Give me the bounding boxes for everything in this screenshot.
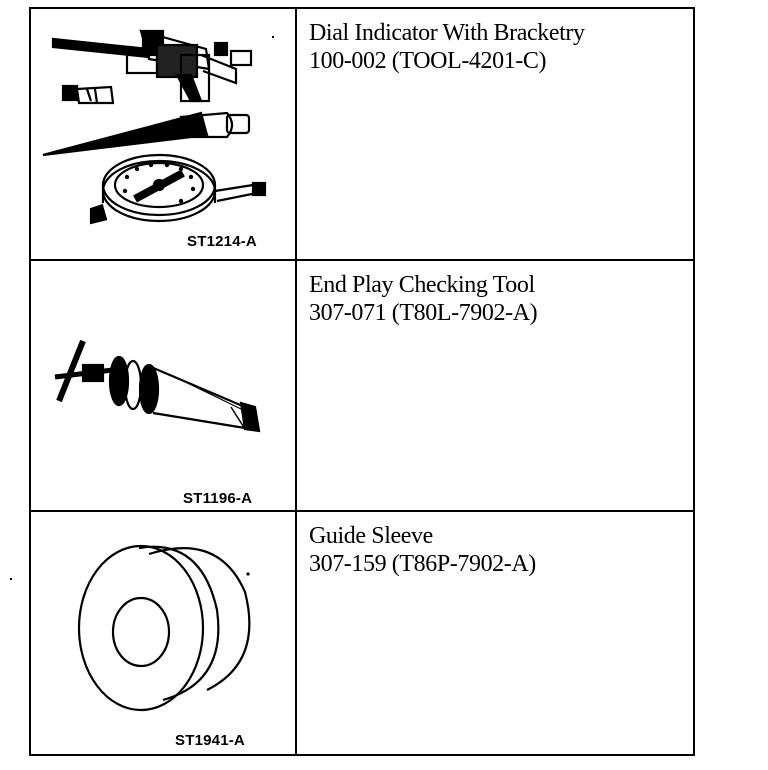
guide-sleeve-icon (77, 544, 251, 712)
tool-illustration-cell: ST1214-A (31, 9, 297, 259)
tool-illustration-cell: ST1196-A (31, 261, 297, 510)
tool-name: Guide Sleeve (309, 523, 433, 549)
tool-description: End Play Checking Tool 307-071 (T80L-790… (309, 271, 685, 327)
figure-label: ST1941-A (175, 732, 245, 749)
tool-description: Guide Sleeve 307-159 (T86P-7902-A) (309, 522, 685, 578)
figure-label: ST1196-A (183, 490, 253, 507)
end-play-checking-tool-icon (54, 339, 261, 433)
scan-speck (10, 578, 12, 580)
tool-description: Dial Indicator With Bracketry 100-002 (T… (309, 19, 685, 75)
tool-number: 100-002 (TOOL-4201-C) (309, 48, 547, 74)
tool-illustration-cell: ST1941-A (31, 512, 297, 756)
special-tools-table: ST1214-A Dial Indicator With Bracketry 1… (29, 7, 695, 756)
table-row: ST1941-A Guide Sleeve 307-159 (T86P-7902… (31, 512, 693, 756)
tool-number: 307-159 (T86P-7902-A) (309, 551, 536, 577)
tool-name: Dial Indicator With Bracketry (309, 20, 585, 46)
scan-speck (272, 36, 274, 38)
tool-number: 307-071 (T80L-7902-A) (309, 300, 538, 326)
dial-indicator-icon (42, 29, 267, 225)
figure-label: ST1214-A (187, 233, 257, 250)
table-row: ST1214-A Dial Indicator With Bracketry 1… (31, 9, 693, 261)
table-row: ST1196-A End Play Checking Tool 307-071 … (31, 261, 693, 512)
tool-name: End Play Checking Tool (309, 272, 535, 298)
